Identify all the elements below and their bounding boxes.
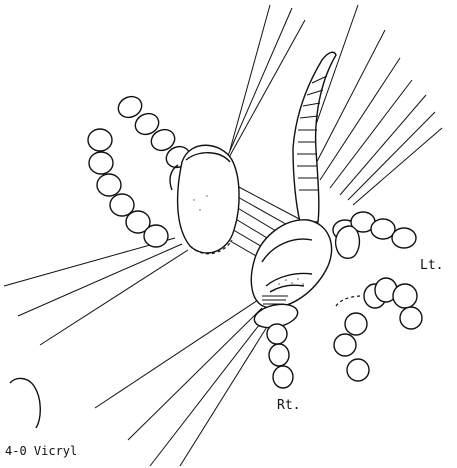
right-side-label: Rt.	[277, 398, 300, 413]
left-side-label: Lt.	[420, 258, 443, 273]
suture-label: 4-0 Vicryl	[5, 444, 77, 458]
right-tracheal-segment	[251, 52, 416, 388]
cartilage-chain-right	[334, 278, 422, 381]
left-tracheal-segment	[88, 93, 239, 254]
needle-icon	[10, 378, 40, 428]
